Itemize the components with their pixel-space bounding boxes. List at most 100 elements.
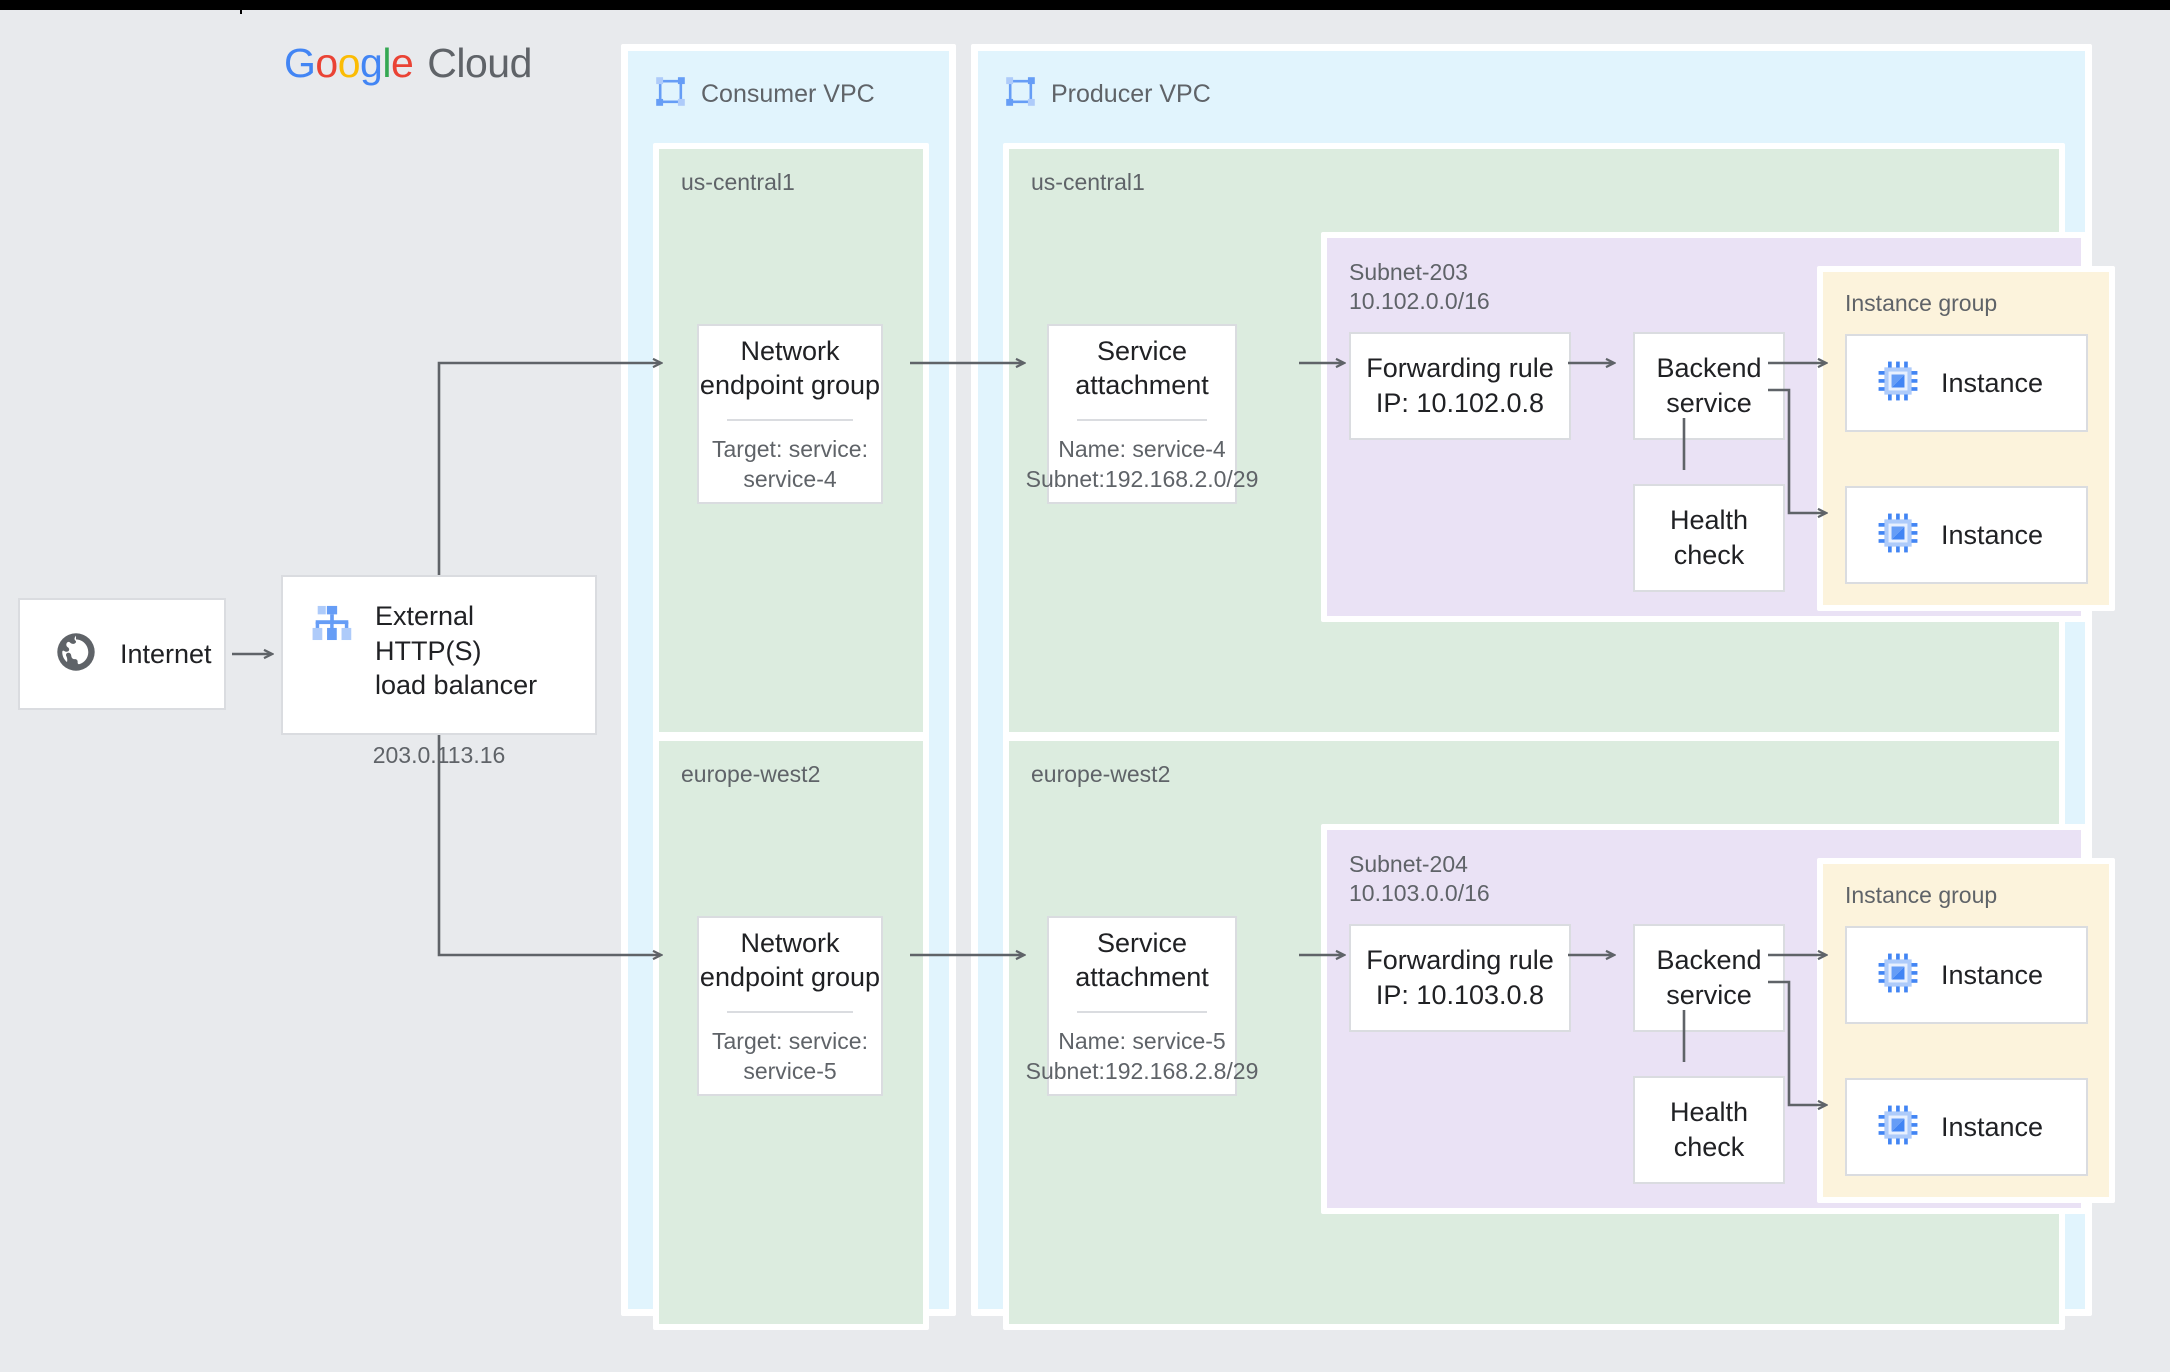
sa-sub-line2-0: Subnet:192.168.2.0/29 (1025, 465, 1259, 492)
logo-word-cloud: Cloud (427, 40, 532, 86)
lb-title-line2: load balancer (375, 670, 538, 701)
instance-label-0-1: Instance (1941, 519, 2044, 550)
instance-chip-icon (1877, 512, 1919, 559)
neg-sub-line1-1: Target: service: (712, 1027, 868, 1054)
hc-title-line2-1: check (1673, 1132, 1745, 1162)
producer-region-europe-west2: europe-west2 Service attachment Name: se… (1003, 735, 2115, 1330)
top-bar-notch (240, 0, 242, 14)
instance-group-us-central1: Instance group (1817, 266, 2115, 611)
neg-title-line2-0: endpoint group (699, 370, 881, 401)
consumer-region-europe-west2: europe-west2 Network endpoint group Targ… (653, 735, 929, 1330)
neg-sub-line1-0: Target: service: (712, 435, 868, 462)
external-load-balancer-node[interactable]: External HTTP(S) load balancer 203.0.113… (281, 575, 597, 768)
neg-divider-0 (727, 418, 853, 421)
logo-letter-g: G (284, 40, 316, 86)
producer-vpc-header: Producer VPC (1004, 75, 1211, 113)
neg-divider-1 (727, 1010, 853, 1013)
sa-divider-0 (1077, 418, 1207, 421)
neg-title-line1-1: Network (740, 927, 840, 958)
lb-title: External HTTP(S) load balancer (375, 599, 569, 703)
consumer-vpc-container: Consumer VPC us-central1 Network endpoin… (621, 44, 956, 1330)
neg-title-line1-0: Network (740, 335, 840, 366)
bs-title-line2-1: service (1666, 980, 1752, 1010)
logo-letter-l: l (382, 40, 391, 86)
consumer-region-us-central1: us-central1 Network endpoint group Targe… (653, 143, 929, 738)
instance-node-1-1[interactable]: Instance (1845, 1078, 2088, 1176)
producer-vpc-container: Producer VPC us-central1 Service attachm… (971, 44, 2115, 1330)
sa-divider-1 (1077, 1010, 1207, 1013)
instance-node-0-0[interactable]: Instance (1845, 334, 2088, 432)
sa-title-line1-1: Service (1096, 927, 1188, 958)
instance-group-label-1: Instance group (1845, 882, 1998, 908)
internet-node[interactable]: Internet (18, 598, 226, 710)
fr-title-line1-1: Forwarding rule (1366, 945, 1554, 976)
fr-title-line2-1: IP: 10.103.0.8 (1375, 980, 1545, 1010)
subnet-203-container: Subnet-203 10.102.0.0/16 Forwarding rule… (1321, 232, 2115, 622)
hc-title-line1-1: Health (1669, 1097, 1749, 1128)
globe-icon (54, 630, 98, 679)
lb-header: External HTTP(S) load balancer (283, 599, 595, 703)
lb-ip-address: 203.0.113.16 (372, 741, 506, 768)
top-black-bar (0, 0, 2170, 10)
instance-chip-icon (1877, 1104, 1919, 1151)
subnet-203-name: Subnet-203 (1349, 259, 1468, 285)
neg-sub-line2-0: service-4 (743, 465, 837, 492)
subnet-203-cidr: 10.102.0.0/16 (1349, 288, 1490, 315)
health-check-europe-west2[interactable]: Health check (1633, 1076, 1785, 1184)
google-cloud-logo: Google Cloud (284, 40, 532, 87)
backend-service-europe-west2[interactable]: Backend service (1633, 924, 1785, 1032)
backend-service-us-central1[interactable]: Backend service (1633, 332, 1785, 440)
logo-letter-o2: o (337, 40, 361, 86)
forwarding-rule-us-central1[interactable]: Forwarding rule IP: 10.102.0.8 (1349, 332, 1571, 440)
producer-region-us-central1: us-central1 Service attachment Name: ser… (1003, 143, 2115, 738)
health-check-us-central1[interactable]: Health check (1633, 484, 1785, 592)
instance-chip-icon (1877, 360, 1919, 407)
load-balancer-icon (309, 603, 355, 652)
bs-title-line1-0: Backend (1656, 353, 1762, 384)
hc-title-line2-0: check (1673, 540, 1745, 570)
instance-label-1-1: Instance (1941, 1111, 2044, 1142)
neg-sub-line2-1: service-5 (743, 1057, 837, 1084)
internet-label: Internet (120, 638, 212, 669)
vpc-icon (1004, 75, 1037, 113)
instance-node-1-0[interactable]: Instance (1845, 926, 2088, 1024)
subnet-204-name: Subnet-204 (1349, 851, 1468, 877)
instance-chip-icon (1877, 952, 1919, 999)
instance-label-0-0: Instance (1941, 367, 2044, 398)
sa-sub-line1-0: Name: service-4 (1058, 435, 1226, 462)
consumer-vpc-title: Consumer VPC (701, 79, 875, 108)
subnet-204-label: Subnet-204 10.103.0.0/16 (1349, 850, 1490, 909)
instance-label-1-0: Instance (1941, 959, 2044, 990)
vpc-icon (654, 75, 687, 113)
bs-title-line1-1: Backend (1656, 945, 1762, 976)
consumer-region-label-0: us-central1 (681, 169, 795, 195)
sa-title-line2-0: attachment (1075, 370, 1209, 401)
service-attachment-us-central1[interactable]: Service attachment Name: service-4 Subne… (1026, 324, 1258, 504)
instance-group-europe-west2: Instance group (1817, 858, 2115, 1203)
bs-title-line2-0: service (1666, 388, 1752, 418)
sa-sub-line2-1: Subnet:192.168.2.8/29 (1025, 1057, 1259, 1084)
producer-region-label-1: europe-west2 (1031, 761, 1171, 787)
network-endpoint-group-us-central1[interactable]: Network endpoint group Target: service: … (697, 324, 883, 504)
sa-title-line1-0: Service (1096, 335, 1188, 366)
consumer-region-label-1: europe-west2 (681, 761, 821, 787)
subnet-204-container: Subnet-204 10.103.0.0/16 Forwarding rule… (1321, 824, 2115, 1214)
logo-letter-g2: g (360, 40, 383, 86)
logo-letter-e: e (390, 40, 414, 86)
sa-sub-line1-1: Name: service-5 (1058, 1027, 1226, 1054)
sa-title-line2-1: attachment (1075, 962, 1209, 993)
subnet-203-label: Subnet-203 10.102.0.0/16 (1349, 258, 1490, 317)
network-endpoint-group-europe-west2[interactable]: Network endpoint group Target: service: … (697, 916, 883, 1096)
lb-title-line1: External HTTP(S) (375, 601, 482, 666)
logo-letter-o1: o (315, 40, 338, 86)
hc-title-line1-0: Health (1669, 505, 1749, 536)
producer-vpc-title: Producer VPC (1051, 79, 1211, 108)
service-attachment-europe-west2[interactable]: Service attachment Name: service-5 Subne… (1026, 916, 1258, 1096)
consumer-vpc-header: Consumer VPC (654, 75, 875, 113)
instance-node-0-1[interactable]: Instance (1845, 486, 2088, 584)
fr-title-line2-0: IP: 10.102.0.8 (1375, 388, 1545, 418)
fr-title-line1-0: Forwarding rule (1366, 353, 1554, 384)
forwarding-rule-europe-west2[interactable]: Forwarding rule IP: 10.103.0.8 (1349, 924, 1571, 1032)
producer-region-label-0: us-central1 (1031, 169, 1145, 195)
instance-group-label-0: Instance group (1845, 290, 1998, 316)
